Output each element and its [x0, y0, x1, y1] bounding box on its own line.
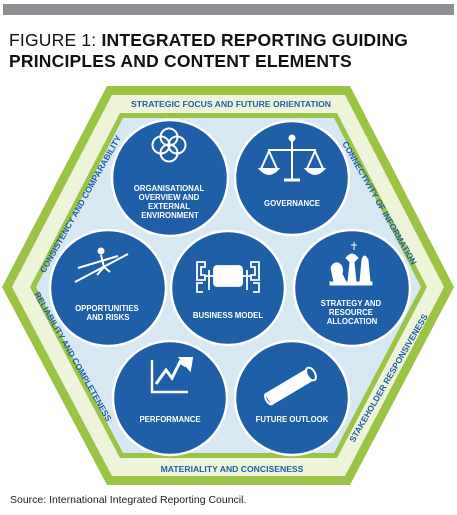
label-future-outlook: FUTURE OUTLOOK [256, 415, 329, 424]
business-model-icon [196, 261, 260, 293]
label-performance: PERFORMANCE [139, 415, 200, 424]
performance-chart-icon [150, 357, 194, 394]
label-business-model: BUSINESS MODEL [193, 311, 263, 320]
figure-title: FIGURE 1: INTEGRATED REPORTING GUIDING P… [9, 30, 449, 72]
interlinked-circles-icon [151, 127, 187, 163]
principle-top: STRATEGIC FOCUS AND FUTURE ORIENTATION [131, 99, 331, 109]
balance-scales-icon [257, 134, 327, 182]
tightrope-walker-icon [74, 247, 129, 283]
circle-strategy [292, 228, 412, 348]
figure-label: FIGURE 1: [9, 30, 97, 50]
telescope-icon [264, 366, 317, 406]
figure-title-line-2: PRINCIPLES AND CONTENT ELEMENTS [9, 51, 352, 71]
label-organisational-overview: ORGANISATIONAL OVERVIEW AND EXTERNAL ENV… [134, 184, 207, 220]
label-strategy-and-resource-allocation: STRATEGY AND RESOURCE ALLOCATION [321, 299, 384, 326]
source-note: Source: International Integrated Reporti… [10, 494, 247, 506]
circle-organisational-overview [110, 118, 230, 238]
label-governance: GOVERNANCE [264, 199, 320, 208]
figure-title-line-1: INTEGRATED REPORTING GUIDING [101, 30, 409, 50]
principle-bottom: MATERIALITY AND CONCISENESS [161, 464, 304, 474]
label-opportunities-and-risks: OPPORTUNITIES AND RISKS [75, 304, 141, 322]
circle-business-model [169, 229, 287, 347]
circle-opportunities-and-risks [48, 228, 168, 348]
chess-pieces-icon [329, 242, 373, 286]
top-divider-bar [3, 4, 454, 15]
circle-future-outlook [233, 339, 351, 457]
circle-performance [111, 339, 229, 457]
